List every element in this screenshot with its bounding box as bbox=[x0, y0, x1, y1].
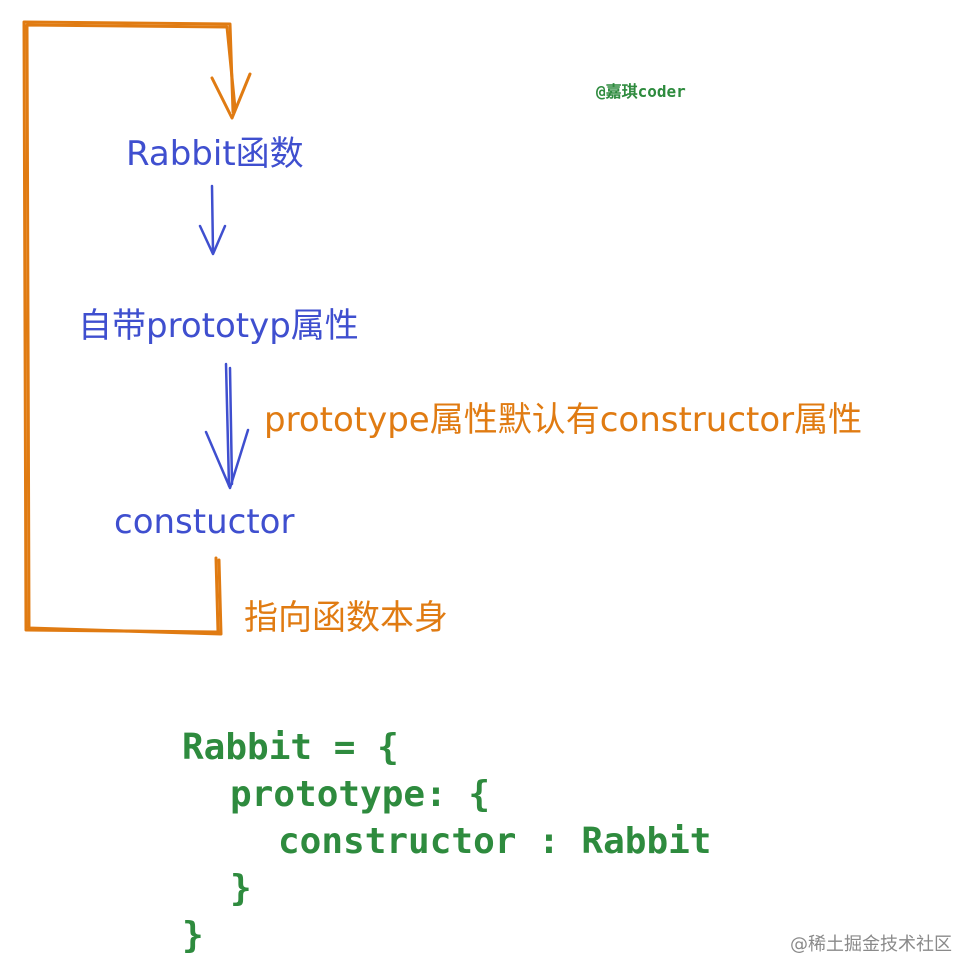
constructor-node: constuctor bbox=[114, 502, 295, 542]
prototype-constructor-note: prototype属性默认有constructor属性 bbox=[264, 400, 863, 440]
code-line: } bbox=[182, 915, 204, 956]
code-line: } bbox=[230, 868, 252, 909]
function-to-prototype-arrow bbox=[198, 184, 227, 256]
code-line: constructor : Rabbit bbox=[278, 821, 712, 862]
code-line: prototype: { bbox=[230, 774, 491, 815]
self-reference-loop-arrow bbox=[22, 20, 252, 636]
code-block: Rabbit = { prototype: { constructor : Rabb… bbox=[182, 724, 711, 959]
prototype-to-constructor-arrow bbox=[204, 362, 250, 490]
author-watermark: @嘉琪coder bbox=[596, 82, 686, 101]
code-line: Rabbit = { bbox=[182, 727, 399, 768]
rabbit-function-node: Rabbit函数 bbox=[126, 134, 304, 174]
prototype-property-node: 自带prototyp属性 bbox=[78, 306, 359, 346]
points-to-self-note: 指向函数本身 bbox=[244, 598, 448, 638]
site-watermark: @稀土掘金技术社区 bbox=[790, 934, 952, 955]
